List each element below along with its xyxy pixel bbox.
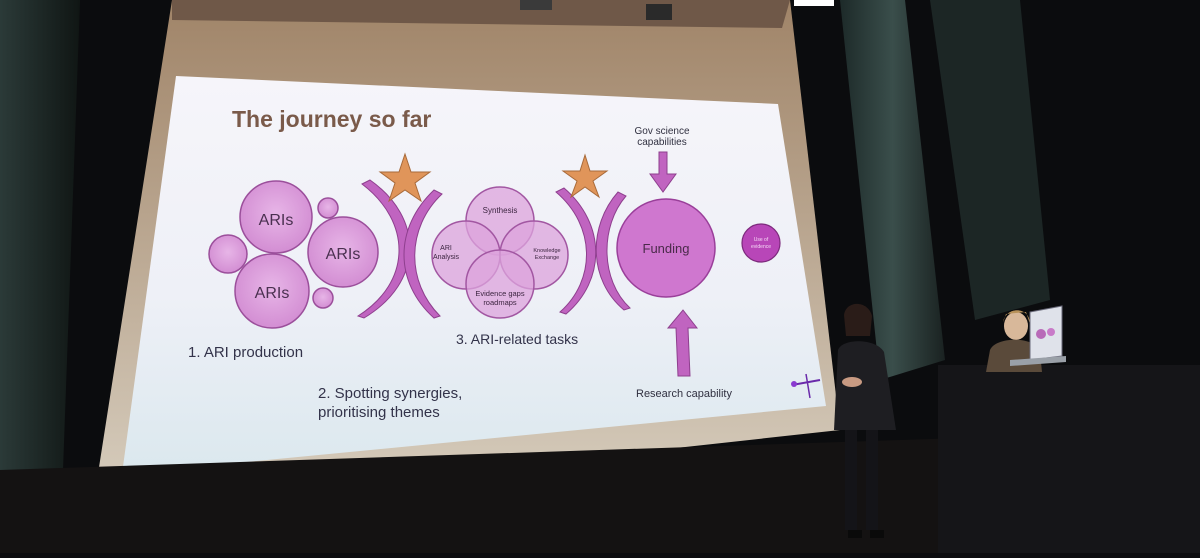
laser-pointer-marker — [791, 373, 821, 399]
venn-knowledge-exchange-2: Exchange — [535, 255, 559, 261]
ari-circle — [239, 180, 313, 254]
venn-circle — [465, 249, 535, 319]
ari-circle — [307, 216, 379, 288]
use-of-evidence-circle — [741, 223, 781, 263]
venn-diagram: Synthesis ARI Analysis Knowledge Exchang… — [431, 186, 569, 319]
label-spotting-synergies-1: 2. Spotting synergies, — [318, 385, 462, 402]
venn-knowledge-exchange-1: Knowledge — [533, 248, 560, 254]
gov-science-label-2: capabilities — [637, 137, 686, 148]
small-bubble — [312, 287, 334, 309]
stage-floor — [0, 430, 1200, 553]
ceiling-light-bright — [794, 0, 834, 6]
small-bubble — [317, 197, 339, 219]
star-icon — [561, 153, 609, 199]
slide-title: The journey so far — [232, 106, 431, 132]
gov-science-label-1: Gov science — [634, 126, 689, 137]
ari-label: ARIs — [259, 212, 294, 229]
speaker-person — [834, 303, 896, 538]
venn-ari-analysis-2: Analysis — [433, 254, 460, 261]
ari-circle — [234, 253, 310, 329]
use-of-evidence-label-1: Use of — [754, 237, 769, 243]
up-arrow-icon — [666, 309, 699, 377]
label-ari-production: 1. ARI production — [188, 344, 303, 361]
venn-ari-analysis-1: ARI — [440, 245, 452, 252]
venn-evidence-gaps-1: Evidence gaps — [475, 289, 524, 298]
venn-synthesis: Synthesis — [483, 206, 518, 215]
down-arrow-icon — [649, 151, 677, 193]
right-curtain-fold — [930, 0, 1050, 320]
synergy-bracket-right — [555, 187, 631, 315]
funding-circle — [616, 198, 716, 298]
ceiling-light — [520, 0, 552, 10]
ari-label: ARIs — [255, 285, 290, 302]
laptop — [1010, 305, 1066, 366]
use-of-evidence-label-2: evidence — [751, 244, 771, 250]
label-spotting-synergies-2: prioritising themes — [318, 404, 440, 421]
venn-evidence-gaps-2: roadmaps — [483, 298, 517, 307]
screen-top-strip — [172, 0, 790, 28]
ceiling-light — [646, 4, 672, 20]
label-ari-related-tasks: 3. ARI-related tasks — [456, 331, 578, 347]
podium — [938, 365, 1200, 553]
right-curtain — [840, 0, 945, 380]
small-bubble — [208, 234, 248, 274]
funding-label: Funding — [643, 241, 690, 256]
left-curtain — [0, 0, 80, 553]
star-icon — [378, 152, 432, 203]
research-capability-label: Research capability — [636, 388, 732, 400]
ari-label: ARIs — [326, 246, 361, 263]
synergy-bracket-left — [356, 179, 443, 319]
ari-cluster: ARIs ARIs ARIs — [208, 180, 379, 329]
